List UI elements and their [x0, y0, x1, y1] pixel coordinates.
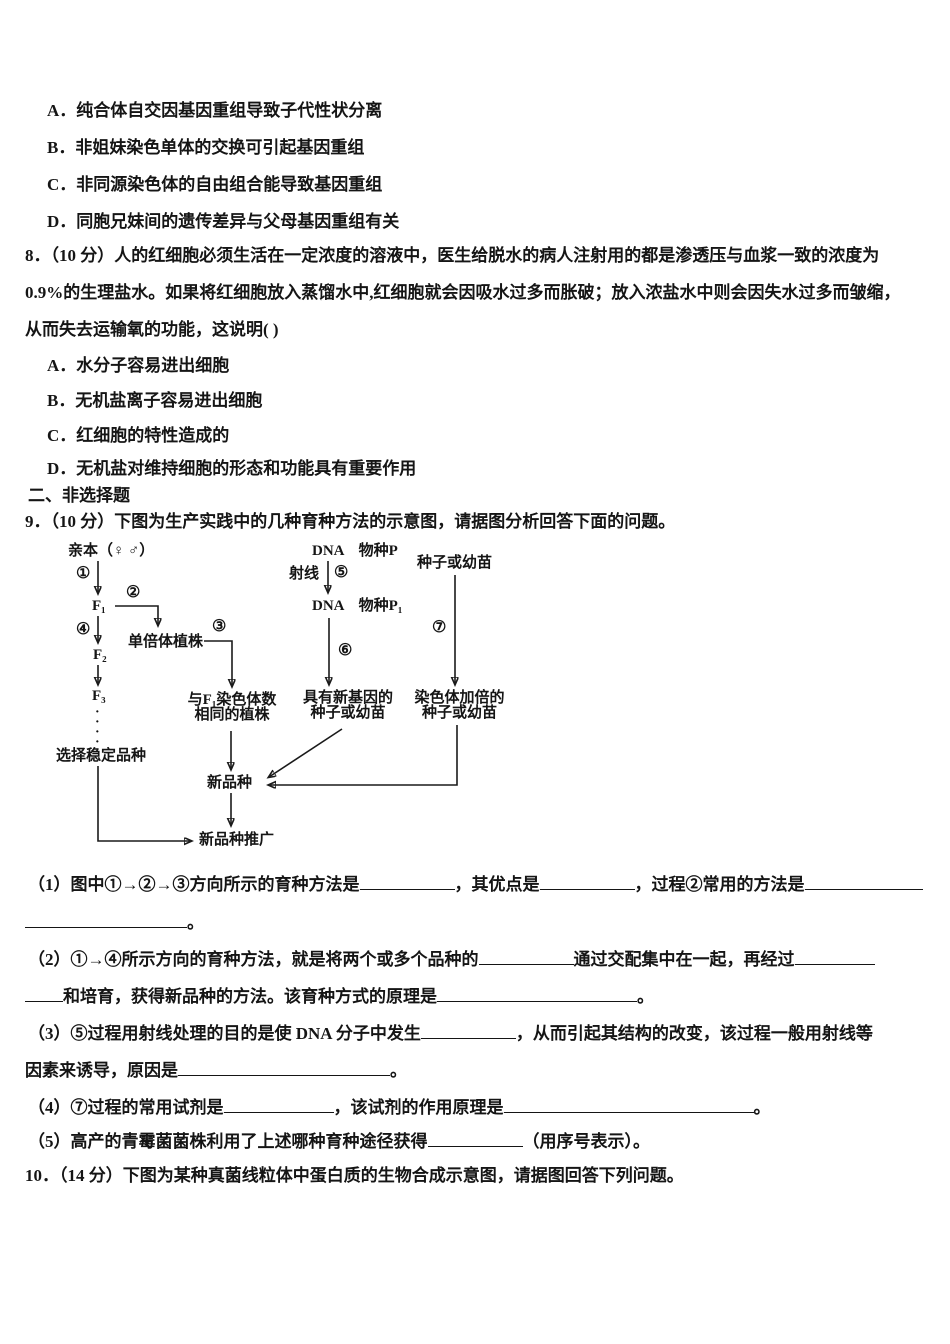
q8-stem-line3: 从而失去运输氧的功能，这说明( ): [25, 320, 279, 339]
arrow-haploid-to-same-chrom: [204, 640, 232, 686]
answer-blank: [804, 874, 923, 890]
diagram-seeds-label: 种子或幼苗: [417, 555, 493, 571]
diagram-same-chrom-line1: 与F₁染色体数: [187, 692, 277, 708]
diagram-dna-p-label: DNA 物种P: [312, 543, 398, 559]
answer-blank: [437, 986, 637, 1002]
arrow-select-to-promotion: [97, 766, 191, 841]
q9-sub5-line: （5）高产的青霉菌菌株利用了上述哪种育种途径获得 （用序号表示）。: [28, 1131, 650, 1151]
diagram-step-2: ②: [126, 584, 141, 601]
arrow-doubled-to-new-variety: [269, 725, 458, 785]
q9-sub3-line2: 因素来诱导，原因是 。: [25, 1060, 407, 1080]
q9-intro: 9．（10 分）下图为生产实践中的几种育种方法的示意图，请据图分析回答下面的问题…: [25, 512, 676, 531]
diagram-same-chrom-label: 与F₁染色体数 相同的植株: [184, 693, 280, 723]
q9-sub4-text-b: ，该试剂的作用原理是: [333, 1098, 504, 1117]
diagram-haploid-label: 单倍体植株: [128, 634, 204, 650]
q9-sub3-text-a: （3）⑤过程用射线处理的目的是使 DNA 分子中发生: [28, 1024, 421, 1043]
q8-option-d: D．无机盐对维持细胞的形态和功能具有重要作用: [47, 459, 417, 478]
q7-option-a: A．纯合体自交因基因重组导致子代性状分离: [47, 101, 383, 120]
q9-sub4-line: （4）⑦过程的常用试剂是 ，该试剂的作用原理是 。: [28, 1097, 771, 1117]
q8-stem-line1: 8．（10 分）人的红细胞必须生活在一定浓度的溶液中，医生给脱水的病人注射用的都…: [25, 246, 880, 265]
answer-blank: [503, 1097, 754, 1113]
q9-sub2-end: 。: [637, 987, 654, 1006]
diagram-new-gene-line2: 种子或幼苗: [310, 705, 386, 721]
diagram-promotion-label: 新品种推广: [199, 832, 275, 848]
diagram-same-chrom-line2: 相同的植株: [194, 707, 270, 723]
diagram-step-4: ④: [76, 621, 91, 638]
answer-blank: [794, 949, 875, 965]
answer-blank: [25, 912, 187, 928]
diagram-parent-label: 亲本（♀ ♂）: [68, 543, 155, 559]
q9-sub2-line1: （2）①→④所示方向的育种方法，就是将两个或多个品种的 通过交配集中在一起，再经过: [28, 949, 875, 969]
q9-sub3-line1: （3）⑤过程用射线处理的目的是使 DNA 分子中发生 ，从而引起其结构的改变，该过…: [28, 1023, 873, 1043]
q9-sub1-text-b: ，其优点是: [454, 875, 540, 894]
answer-blank: [223, 1097, 334, 1113]
diagram-doubled-line1: 染色体加倍的: [414, 690, 505, 706]
section-2-heading: 二、非选择题: [28, 486, 130, 505]
q9-sub1-line2: 。: [25, 912, 204, 932]
diagram-f3-label: F₃: [92, 688, 106, 704]
q9-sub4-text-a: （4）⑦过程的常用试剂是: [28, 1098, 224, 1117]
arrow-newgene-to-new-variety: [269, 728, 343, 777]
arrow-f1-to-haploid: [115, 605, 158, 625]
breeding-diagram: 亲本（♀ ♂） ① F₁ ② ④ 单倍体植株 ③ F₂ F₃ · · · · 选…: [40, 535, 520, 857]
diagram-new-gene-line1: 具有新基因的: [302, 690, 393, 706]
q7-option-c: C．非同源染色体的自由组合能导致基因重组: [47, 175, 383, 194]
diagram-step-1: ①: [76, 565, 91, 582]
diagram-doubled-line2: 种子或幼苗: [421, 705, 497, 721]
q7-option-d: D．同胞兄妹间的遗传差异与父母基因重组有关: [47, 212, 400, 231]
answer-blank: [427, 1131, 523, 1147]
q9-sub3-text-b: ，从而引起其结构的改变，该过程一般用射线等: [515, 1024, 873, 1043]
diagram-step-6: ⑥: [338, 642, 353, 659]
q10-intro: 10．（14 分）下图为某种真菌线粒体中蛋白质的生物合成示意图，请据图回答下列问…: [25, 1166, 684, 1185]
diagram-arrows: [40, 561, 520, 857]
answer-blank: [478, 949, 574, 965]
q9-sub3-end: 。: [390, 1061, 407, 1080]
diagram-doubled-label: 染色体加倍的 种子或幼苗: [412, 691, 507, 721]
answer-blank: [539, 874, 635, 890]
diagram-ray-label: 射线: [289, 566, 320, 582]
q7-option-b: B．非姐妹染色单体的交换可引起基因重组: [47, 138, 365, 157]
q8-option-b: B．无机盐离子容易进出细胞: [47, 391, 263, 410]
q8-stem-line2: 0.9%的生理盐水。如果将红细胞放入蒸馏水中,红细胞就会因吸水过多而胀破；放入浓…: [25, 283, 901, 302]
q8-option-a: A．水分子容易进出细胞: [47, 356, 230, 375]
answer-blank: [178, 1060, 390, 1076]
diagram-new-variety-label: 新品种: [207, 775, 253, 791]
q9-sub2-text-c: 和培育，获得新品种的方法。该育种方式的原理是: [63, 987, 437, 1006]
answer-blank: [25, 986, 63, 1002]
q9-sub1-text-a: （1）图中①→②→③方向所示的育种方法是: [28, 875, 360, 894]
diagram-f2-label: F₂: [93, 647, 107, 663]
q9-sub5-text-b: （用序号表示）。: [522, 1132, 651, 1151]
q9-sub1-end: 。: [187, 913, 204, 932]
q9-sub2-line2: 和培育，获得新品种的方法。该育种方式的原理是 。: [25, 986, 654, 1006]
q8-option-c: C．红细胞的特性造成的: [47, 426, 230, 445]
q9-sub4-end: 。: [753, 1098, 771, 1117]
q9-sub2-text-a: （2）①→④所示方向的育种方法，就是将两个或多个品种的: [28, 950, 479, 969]
answer-blank: [359, 874, 455, 890]
q9-sub1-text-c: ，过程②常用的方法是: [634, 875, 805, 894]
diagram-step-3: ③: [212, 618, 227, 635]
diagram-new-gene-label: 具有新基因的 种子或幼苗: [302, 691, 394, 721]
q9-sub2-text-b: 通过交配集中在一起，再经过: [573, 950, 795, 969]
q9-sub1-line1: （1）图中①→②→③方向所示的育种方法是 ，其优点是 ，过程②常用的方法是: [28, 874, 923, 894]
q9-sub5-text-a: （5）高产的青霉菌菌株利用了上述哪种育种途径获得: [28, 1132, 428, 1151]
diagram-select-stable-label: 选择稳定品种: [56, 748, 147, 764]
diagram-step-5: ⑤: [334, 564, 349, 581]
answer-blank: [420, 1023, 516, 1039]
diagram-f1-label: F₁: [92, 598, 106, 614]
diagram-dna-p1-label: DNA 物种P₁: [312, 598, 403, 614]
diagram-step-7: ⑦: [432, 619, 447, 636]
diagram-ellipsis: · · · ·: [95, 705, 100, 750]
q9-sub3-text-c: 因素来诱导，原因是: [25, 1061, 178, 1080]
